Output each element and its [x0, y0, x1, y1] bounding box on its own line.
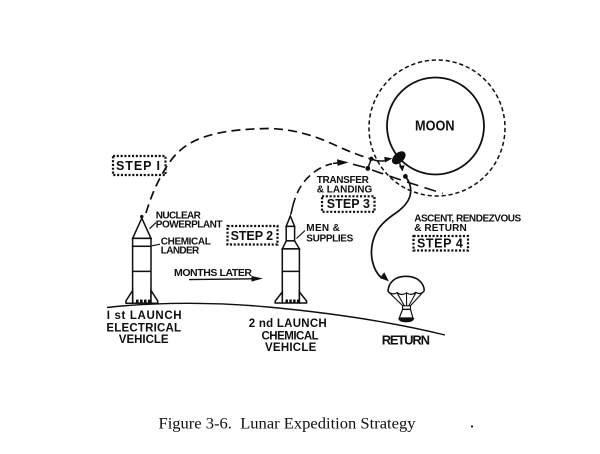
- svg-text:RETURN: RETURN: [382, 333, 430, 348]
- svg-text:TRANSFER: TRANSFER: [317, 175, 370, 186]
- svg-text:CHEMICAL: CHEMICAL: [161, 237, 211, 248]
- svg-text:STEP I: STEP I: [116, 159, 160, 173]
- svg-text:2 nd LAUNCH: 2 nd LAUNCH: [249, 318, 327, 330]
- svg-text:MEN &: MEN &: [306, 223, 340, 234]
- svg-text:LANDER: LANDER: [161, 246, 200, 257]
- svg-text:ELECTRICAL: ELECTRICAL: [106, 322, 181, 334]
- svg-text:VEHICLE: VEHICLE: [119, 334, 169, 346]
- svg-text:VEHICLE: VEHICLE: [265, 342, 317, 354]
- svg-text:CHEMICAL: CHEMICAL: [262, 330, 319, 342]
- svg-text:Figure 3-6. Lunar Expedition S: Figure 3-6. Lunar Expedition Strategy: [159, 416, 416, 433]
- svg-text:STEP 2: STEP 2: [231, 229, 274, 243]
- svg-text:MONTHS LATER: MONTHS LATER: [174, 267, 252, 279]
- svg-text:POWERPLANT: POWERPLANT: [156, 220, 223, 231]
- svg-text:NUCLEAR: NUCLEAR: [156, 211, 202, 222]
- svg-text:STEP 4: STEP 4: [417, 237, 463, 251]
- svg-text:SUPPLIES: SUPPLIES: [306, 233, 353, 244]
- svg-text:& LANDING: & LANDING: [317, 184, 373, 195]
- svg-text:ASCENT, RENDEZVOUS: ASCENT, RENDEZVOUS: [414, 214, 521, 225]
- svg-text:& RETURN: & RETURN: [414, 223, 467, 234]
- svg-text:I st LAUNCH: I st LAUNCH: [107, 310, 182, 322]
- svg-text:STEP 3: STEP 3: [327, 197, 370, 211]
- svg-text:MOON: MOON: [415, 119, 455, 135]
